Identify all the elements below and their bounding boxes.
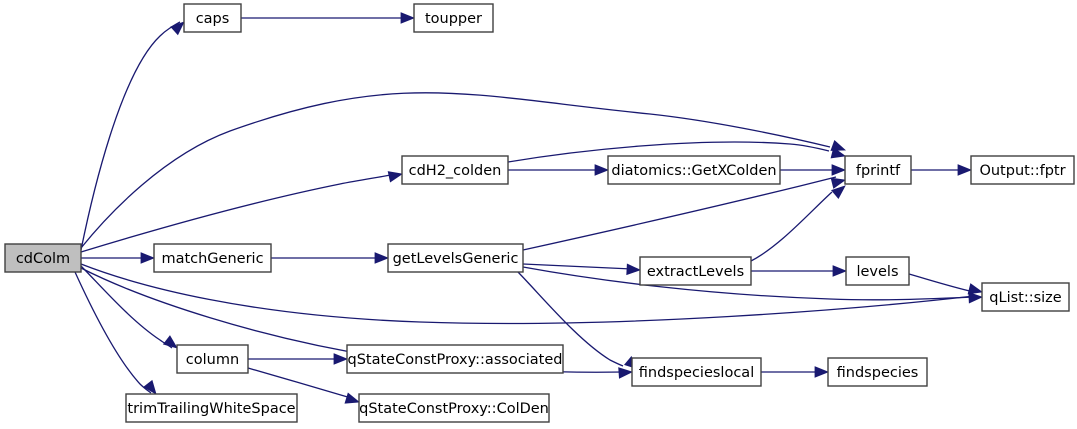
node-label-fprintf: fprintf bbox=[856, 163, 901, 179]
node-matchGeneric[interactable]: matchGeneric bbox=[153, 243, 272, 273]
node-toupper[interactable]: toupper bbox=[413, 3, 494, 33]
node-label-caps: caps bbox=[196, 11, 230, 27]
node-cdColm[interactable]: cdColm bbox=[4, 243, 82, 273]
edge-getLevelsGeneric-to-qList_size bbox=[522, 266, 975, 301]
node-box-cdColm[interactable] bbox=[4, 243, 82, 273]
node-box-Output_fptr[interactable] bbox=[970, 155, 1075, 185]
node-label-getLevelsGeneric: getLevelsGeneric bbox=[393, 251, 519, 267]
node-box-trimTrailingWhiteSpace[interactable] bbox=[125, 393, 298, 423]
arrow-to-findspecies bbox=[814, 366, 830, 378]
node-fprintf[interactable]: fprintf bbox=[844, 155, 912, 185]
edge-getLevelsGeneric-to-findspecieslocal bbox=[517, 271, 624, 367]
node-box-qStateConstProxy_ColDen[interactable] bbox=[358, 393, 550, 423]
node-label-findspecieslocal: findspecieslocal bbox=[639, 365, 754, 381]
node-label-toupper: toupper bbox=[425, 11, 482, 27]
arrow-getLevels-to-fprintf bbox=[830, 177, 847, 189]
edge-cdH2_colden-to-fprintf bbox=[507, 141, 830, 163]
edge-cdColm-to-trimTrailingWhiteSpace bbox=[74, 271, 152, 394]
edge-cdColm-to-cdH2_colden bbox=[80, 173, 397, 253]
edge-cdColm-to-caps bbox=[80, 21, 181, 251]
node-label-diatomics_GetXColden: diatomics::GetXColden bbox=[611, 163, 776, 179]
node-box-matchGeneric[interactable] bbox=[153, 243, 272, 273]
node-box-extractLevels[interactable] bbox=[639, 256, 752, 286]
edge-cdColm-to-qList_size bbox=[80, 263, 975, 325]
node-diatomics_GetXColden[interactable]: diatomics::GetXColden bbox=[607, 155, 781, 185]
node-findspecieslocal[interactable]: findspecieslocal bbox=[631, 357, 762, 387]
node-label-qList_size: qList::size bbox=[989, 290, 1062, 306]
edge-getLevelsGeneric-to-fprintf bbox=[522, 176, 837, 251]
edge-cdColm-to-column bbox=[80, 265, 173, 349]
edge-getLevelsGeneric-to-extractLevels bbox=[522, 263, 633, 270]
edge-extractLevels-to-fprintf bbox=[750, 191, 833, 262]
node-findspecies[interactable]: findspecies bbox=[827, 357, 928, 387]
arrow-extractLevels-to-fprintf bbox=[831, 185, 846, 200]
node-label-column: column bbox=[186, 352, 239, 368]
arrow-to-toupper bbox=[400, 12, 416, 24]
node-getLevelsGeneric[interactable]: getLevelsGeneric bbox=[387, 243, 524, 273]
node-qList_size[interactable]: qList::size bbox=[981, 282, 1070, 312]
node-qStateConstProxy_ColDen[interactable]: qStateConstProxy::ColDen bbox=[358, 393, 550, 423]
node-box-findspecieslocal[interactable] bbox=[631, 357, 762, 387]
node-cdH2_colden[interactable]: cdH2_colden bbox=[401, 155, 509, 185]
node-label-cdColm: cdColm bbox=[16, 251, 70, 267]
arrow-cdColm-to-findspecieslocal bbox=[618, 367, 634, 379]
node-Output_fptr[interactable]: Output::fptr bbox=[970, 155, 1075, 185]
edges-layer bbox=[74, 17, 975, 399]
arrow-to-Output_fptr bbox=[957, 164, 973, 176]
node-box-qStateConstProxy_associated[interactable] bbox=[346, 344, 564, 374]
arrow-to-caps bbox=[170, 21, 185, 36]
node-box-fprintf[interactable] bbox=[844, 155, 912, 185]
node-label-qStateConstProxy_ColDen: qStateConstProxy::ColDen bbox=[359, 401, 549, 417]
node-box-qList_size[interactable] bbox=[981, 282, 1070, 312]
node-box-column[interactable] bbox=[176, 344, 249, 374]
node-box-levels[interactable] bbox=[845, 256, 910, 286]
node-column[interactable]: column bbox=[176, 344, 249, 374]
node-label-Output_fptr: Output::fptr bbox=[979, 163, 1065, 179]
node-extractLevels[interactable]: extractLevels bbox=[639, 256, 752, 286]
arrow-to-GetXColden bbox=[594, 164, 610, 176]
arrow-cdH2-to-fprintf bbox=[830, 147, 847, 159]
node-box-cdH2_colden[interactable] bbox=[401, 155, 509, 185]
arrow-to-levels bbox=[832, 265, 848, 277]
node-label-qStateConstProxy_associated: qStateConstProxy::associated bbox=[347, 352, 562, 368]
edge-cdColm-to-fprintf bbox=[80, 92, 831, 249]
arrow-to-column bbox=[162, 335, 178, 349]
node-label-cdH2_colden: cdH2_colden bbox=[409, 163, 502, 179]
node-caps[interactable]: caps bbox=[183, 3, 242, 33]
node-label-findspecies: findspecies bbox=[837, 365, 919, 381]
arrow-to-extractLevels bbox=[626, 263, 642, 276]
arrow-levels-to-qListsize bbox=[967, 283, 984, 295]
node-box-caps[interactable] bbox=[183, 3, 242, 33]
node-box-toupper[interactable] bbox=[413, 3, 494, 33]
arrowheads-layer bbox=[140, 12, 984, 404]
edge-levels-to-qList_size bbox=[908, 273, 975, 293]
arrow-to-qStateConstProxy_associated bbox=[333, 353, 349, 365]
node-box-getLevelsGeneric[interactable] bbox=[387, 243, 524, 273]
arrow-GetXColden-to-fprintf bbox=[831, 164, 847, 176]
node-box-diatomics_GetXColden[interactable] bbox=[607, 155, 781, 185]
node-qStateConstProxy_associated[interactable]: qStateConstProxy::associated bbox=[346, 344, 564, 374]
node-label-trimTrailingWhiteSpace: trimTrailingWhiteSpace bbox=[127, 401, 295, 417]
node-box-findspecies[interactable] bbox=[827, 357, 928, 387]
node-label-levels: levels bbox=[856, 264, 898, 280]
arrow-to-matchGeneric bbox=[140, 252, 156, 264]
node-label-extractLevels: extractLevels bbox=[647, 264, 744, 280]
node-trimTrailingWhiteSpace[interactable]: trimTrailingWhiteSpace bbox=[125, 393, 298, 423]
arrow-to-trimTrailingWhiteSpace bbox=[143, 379, 157, 395]
arrow-to-cdH2_colden bbox=[387, 171, 404, 183]
edge-column-to-qStateConstProxy_ColDen bbox=[247, 367, 352, 399]
node-label-matchGeneric: matchGeneric bbox=[161, 251, 263, 267]
arrow-getLevels-to-qListsize bbox=[968, 291, 984, 304]
arrow-to-qStateConstProxy_ColDen bbox=[344, 392, 361, 404]
node-levels[interactable]: levels bbox=[845, 256, 910, 286]
arrow-to-getLevelsGeneric bbox=[374, 252, 390, 264]
